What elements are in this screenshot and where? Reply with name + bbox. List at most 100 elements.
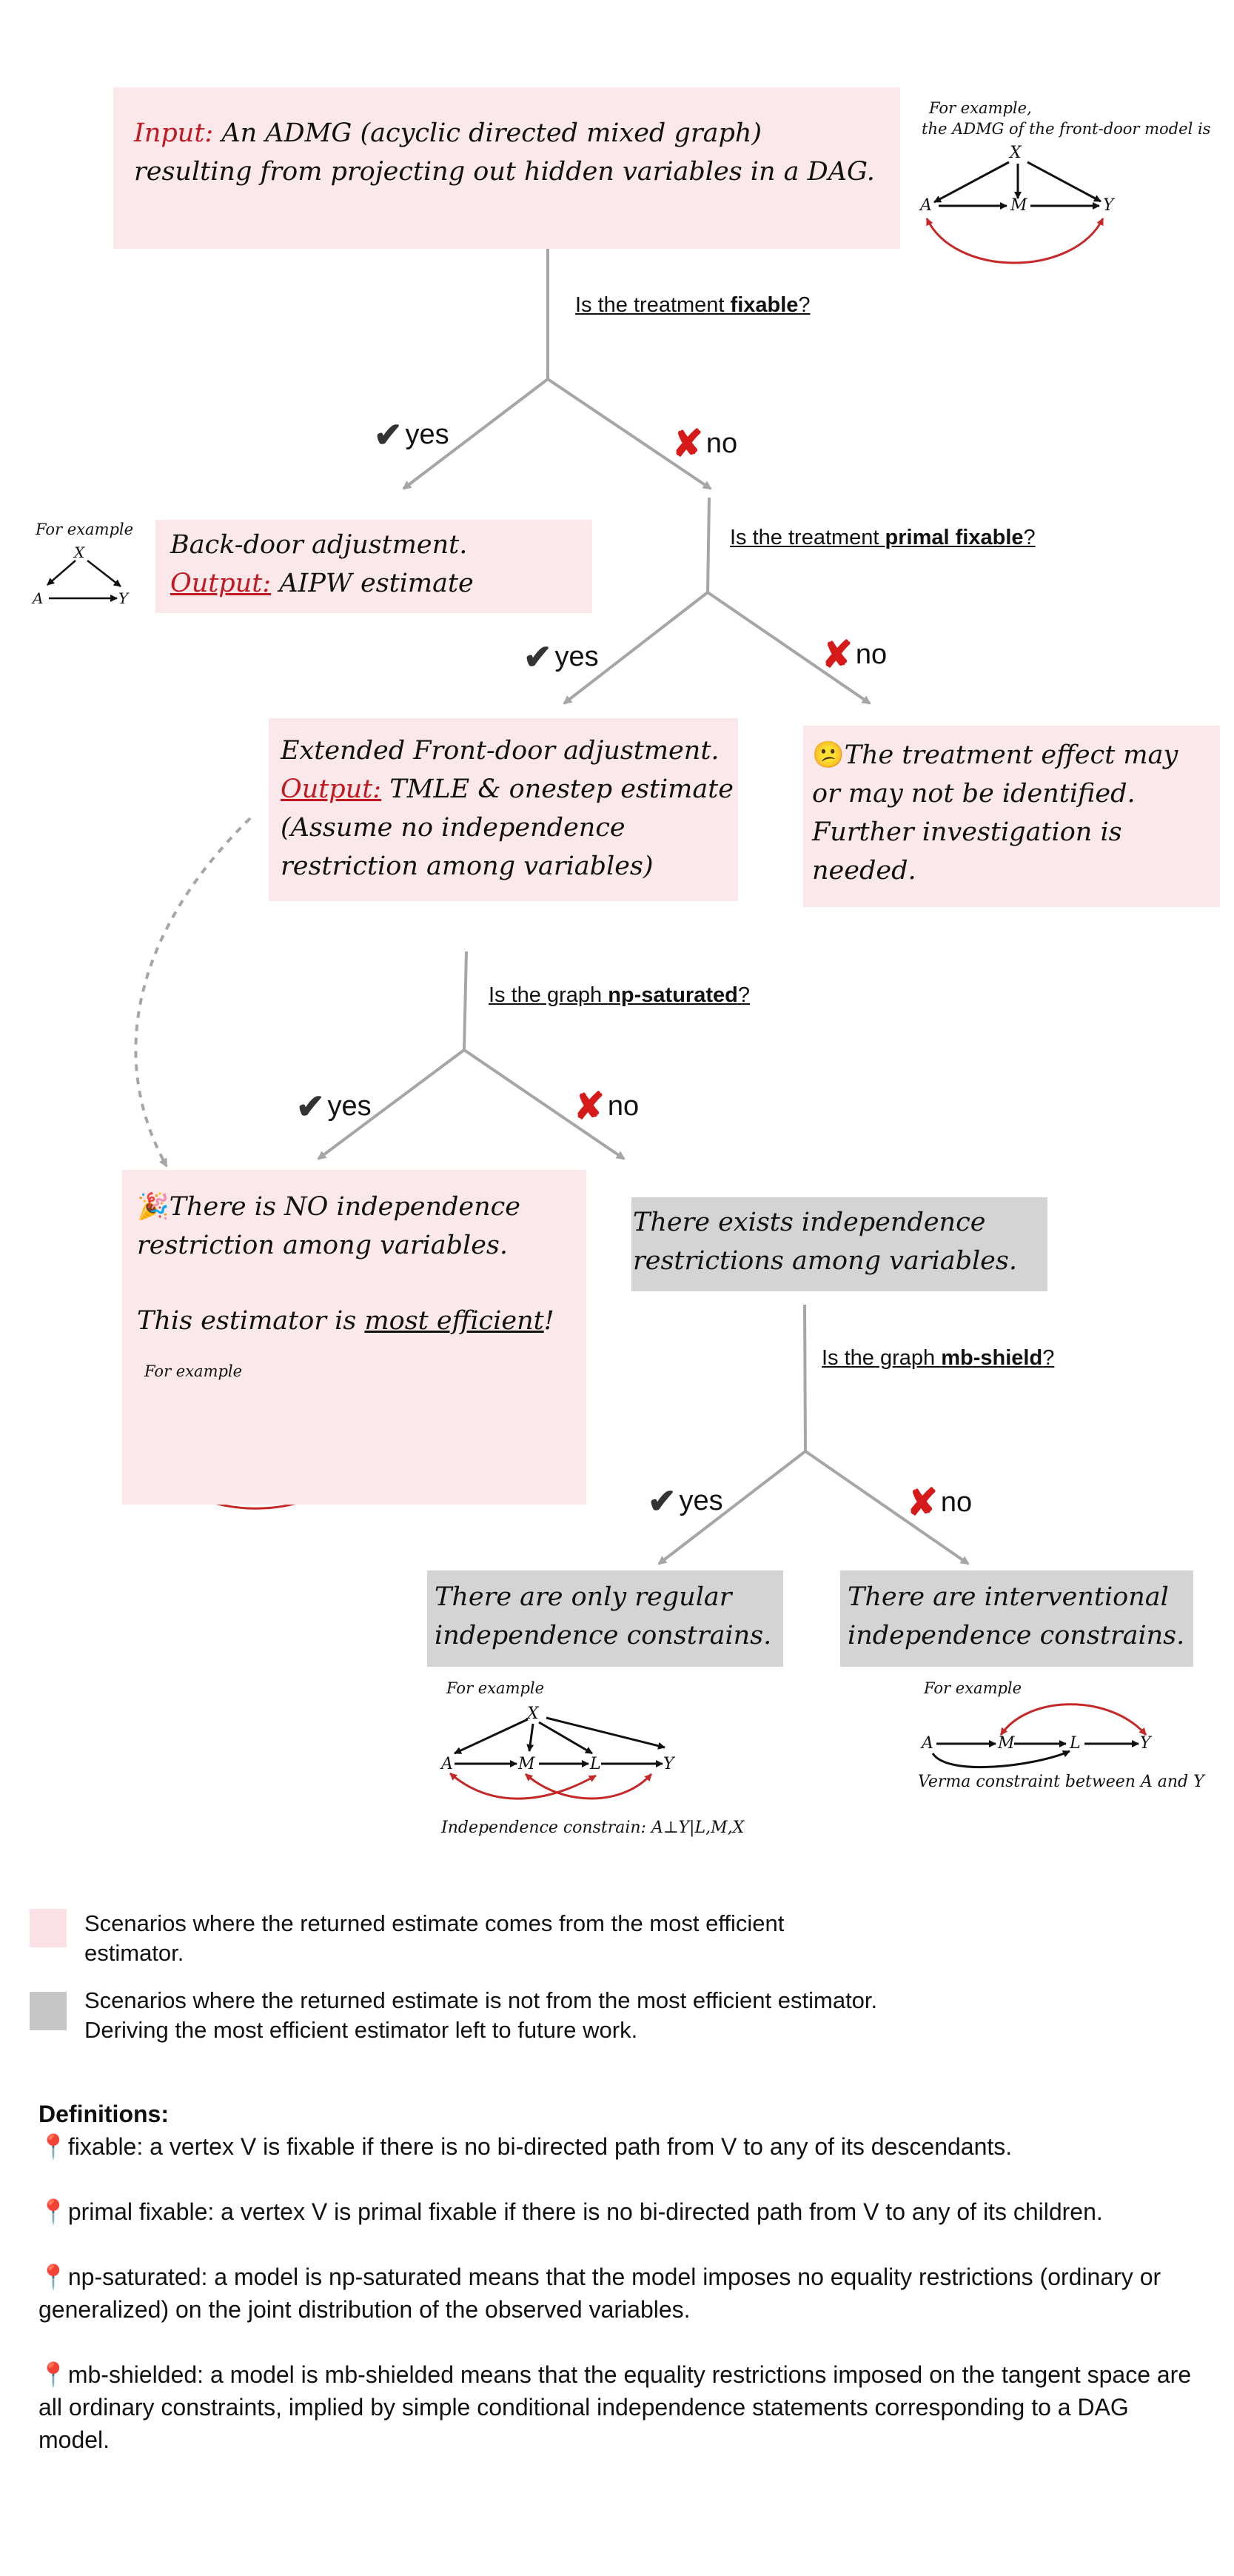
question-text: Is the treatment: [575, 293, 731, 317]
answer-label: no: [607, 1090, 640, 1122]
question-primal-fixable: Is the treatment primal fixable?: [730, 526, 1036, 550]
node-x: X: [1010, 144, 1022, 162]
regular-example-graph: [449, 1716, 665, 1800]
regular-constraints-box: There are only regular independence cons…: [427, 1570, 783, 1667]
exists-restrictions-box: There exists independence restrictions a…: [631, 1197, 1047, 1291]
answer-label: no: [855, 638, 888, 670]
legend-gray-line-2: Deriving the most efficient estimator le…: [84, 2017, 638, 2043]
exclamation: !: [543, 1306, 554, 1336]
frontdoor-line-4: restriction among variables): [281, 852, 654, 881]
node-y: Y: [1103, 196, 1114, 215]
edge-x-a: [47, 560, 76, 586]
legend-pink-line-1: Scenarios where the returned estimate co…: [84, 1910, 785, 1936]
most-efficient-emphasis: most efficient: [364, 1306, 544, 1336]
interventional-line-2: independence constrains.: [848, 1621, 1185, 1650]
unidentified-line-4: needed.: [812, 856, 916, 886]
question-mb-shield: Is the graph mb-shield?: [822, 1346, 1054, 1371]
legend-pink-line-2: estimator.: [84, 1940, 184, 1966]
example-note-line-1: For example,: [929, 99, 1032, 117]
check-icon: ✔: [296, 1087, 325, 1125]
backdoor-box: Back-door adjustment. Output: AIPW estim…: [155, 520, 592, 613]
for-example-label: For example: [446, 1679, 545, 1697]
bidirected-a-y: [925, 218, 1104, 264]
input-prefix: Input:: [134, 118, 214, 148]
input-box: Input: An ADMG (acyclic directed mixed g…: [113, 87, 900, 249]
node-x: X: [74, 543, 85, 561]
for-example-label: For example: [36, 521, 134, 538]
input-line-1: Input: An ADMG (acyclic directed mixed g…: [134, 114, 900, 153]
unidentified-line-2: or may not be identified.: [812, 779, 1136, 809]
check-icon: ✔: [523, 638, 552, 676]
unidentified-box: 😕The treatment effect may or may not be …: [803, 726, 1220, 907]
backdoor-line-1: Back-door adjustment.: [170, 530, 468, 560]
legend-pink-text: Scenarios where the returned estimate co…: [84, 1909, 784, 1968]
node-y: Y: [1140, 1734, 1151, 1753]
definition-text: mb-shielded: a model is mb-shielded mean…: [38, 2361, 1192, 2453]
cross-icon: ✘: [907, 1482, 938, 1523]
backdoor-line-2: Output: AIPW estimate: [170, 564, 592, 603]
answer-label: no: [940, 1486, 973, 1518]
frontdoor-output: TMLE & onestep estimate: [389, 775, 734, 804]
definition-np-saturated: 📍np-saturated: a model is np-saturated m…: [38, 2261, 1193, 2326]
frontdoor-line-1: Extended Front-door adjustment.: [281, 736, 720, 766]
definitions-section: Definitions: 📍fixable: a vertex V is fix…: [38, 2098, 1193, 2489]
check-icon: ✔: [648, 1482, 677, 1520]
efficient-text-1: There is NO independence: [169, 1192, 520, 1222]
answer-label: yes: [679, 1485, 723, 1516]
question-text: Is the graph: [489, 983, 608, 1007]
question-fixable: Is the treatment fixable?: [575, 293, 811, 318]
unidentified-line-3: Further investigation is: [812, 817, 1122, 847]
efficient-box: 🎉There is NO independence restriction am…: [122, 1170, 586, 1505]
legend-gray-swatch: [30, 1992, 67, 2030]
example-note-line-2: the ADMG of the front-door model is: [922, 120, 1211, 138]
cross-icon: ✘: [574, 1085, 605, 1127]
pin-icon: 📍: [38, 2361, 68, 2388]
definition-text: fixable: a vertex V is fixable if there …: [67, 2133, 1013, 2160]
question-mark: ?: [1023, 526, 1036, 549]
interventional-constraints-box: There are interventional independence co…: [840, 1570, 1193, 1667]
question-np-saturated: Is the graph np-saturated?: [489, 983, 750, 1008]
legend-gray-line-1: Scenarios where the returned estimate is…: [84, 1987, 878, 2013]
pin-icon: 📍: [38, 2264, 68, 2290]
regular-line-2: independence constrains.: [435, 1621, 772, 1650]
exists-line-1: There exists independence: [633, 1208, 986, 1237]
question-term: np-saturated: [608, 983, 738, 1007]
answer-label: yes: [405, 418, 449, 450]
definitions-title: Definitions:: [38, 2101, 169, 2127]
verma-example-graph: [931, 1703, 1147, 1769]
definition-text: np-saturated: a model is np-saturated me…: [38, 2264, 1161, 2323]
frontdoor-line-3: (Assume no independence: [281, 813, 626, 843]
efficient-text-3: This estimator is: [137, 1306, 365, 1336]
node-y: Y: [118, 589, 129, 607]
answer-no-3: ✘ no: [574, 1085, 639, 1128]
answer-yes-1: ✔ yes: [374, 415, 449, 455]
output-label: Output:: [281, 775, 382, 804]
pin-icon: 📍: [38, 2133, 68, 2160]
cross-icon: ✘: [672, 423, 703, 464]
question-mark: ?: [1042, 1346, 1055, 1370]
node-a: A: [33, 589, 44, 607]
legend-pink-swatch: [30, 1909, 67, 1947]
exists-line-2: restrictions among variables.: [633, 1246, 1017, 1276]
node-m: M: [518, 1755, 535, 1773]
edge-x-a: [933, 161, 1010, 204]
question-term: primal fixable: [885, 526, 1024, 549]
question-term: mb-shield: [941, 1346, 1043, 1370]
question-mark: ?: [798, 293, 811, 317]
front-door-admg-graph: [925, 161, 1104, 264]
unidentified-line-1: 😕The treatment effect may: [812, 736, 1220, 775]
for-example-label: For example: [924, 1679, 1022, 1697]
answer-no-1: ✘ no: [672, 422, 737, 465]
question-text: Is the graph: [822, 1346, 942, 1370]
answer-label: no: [705, 427, 738, 459]
question-term: fixable: [730, 293, 799, 317]
efficient-line-1: 🎉There is NO independence: [137, 1188, 586, 1226]
backdoor-output: AIPW estimate: [279, 569, 474, 598]
verma-constraint-note: Verma constraint between A and Y: [918, 1773, 1204, 1791]
definition-mb-shielded: 📍mb-shielded: a model is mb-shielded mea…: [38, 2358, 1193, 2456]
for-example-label: For example: [144, 1362, 243, 1380]
definition-primal-fixable: 📍primal fixable: a vertex V is primal fi…: [38, 2195, 1193, 2228]
input-text-1: An ADMG (acyclic directed mixed graph): [221, 118, 762, 148]
node-m: M: [1010, 196, 1027, 215]
interventional-line-1: There are interventional: [848, 1582, 1169, 1612]
